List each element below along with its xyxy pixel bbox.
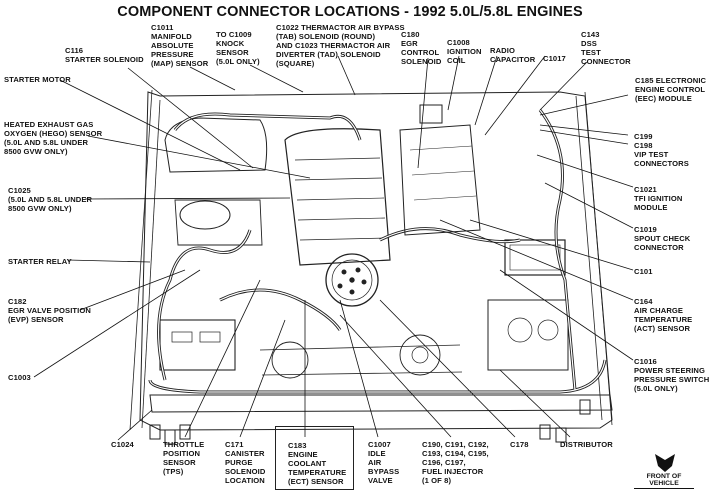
distributor-cap [325,253,379,307]
label-c198: C198 VIP TEST CONNECTORS [634,141,689,168]
harness-front [148,359,607,394]
label-c1024: C1024 [111,440,134,449]
label-c183: C183 ENGINE COOLANT TEMPERATURE (ECT) SE… [275,426,355,490]
radiator-support [149,394,613,413]
fender-right-inner [575,95,603,421]
label-c101: C101 [634,267,653,276]
diagram-title: COMPONENT CONNECTOR LOCATIONS - 1992 5.0… [117,4,583,20]
label-c171: C171 CANISTER PURGE SOLENOID LOCATION [225,440,266,485]
label-starter-motor: STARTER MOTOR [4,75,71,84]
label-c1016: C1016 POWER STEERING PRESSURE SWITCH (5.… [634,357,709,393]
label-c1003: C1003 [8,373,31,382]
label-c182: C182 EGR VALVE POSITION (EVP) SENSOR [8,297,91,324]
label-c1019: C1019 SPOUT CHECK CONNECTOR [634,225,691,252]
throttle-body [179,200,231,230]
label-c143: C143 DSS TEST CONNECTOR [581,30,631,66]
harness-left [157,229,252,381]
label-c1007: C1007 IDLE AIR BYPASS VALVE [368,440,400,485]
front-of-vehicle-label: FRONT OF VEHICLE [634,473,694,489]
ps-reservoir [487,299,569,371]
pulley-1 [271,341,309,379]
label-fuel-injectors: C190, C191, C192, C193, C194, C195, C196… [422,440,489,485]
label-c180: C180 EGR CONTROL SOLENOID [401,30,442,66]
front-arrow-icon [655,454,675,472]
label-c164: C164 AIR CHARGE TEMPERATURE (ACT) SENSOR [634,297,693,333]
label-radio-capacitor: RADIO CAPACITOR [490,46,536,64]
fender-right [584,91,613,426]
fender-left [129,89,153,431]
valve-cover-right [399,124,481,236]
fender-left-inner [141,99,161,429]
label-c1017: C1017 [543,54,566,63]
label-c178: C178 [510,440,529,449]
battery [159,319,236,371]
pulley-2 [399,334,441,376]
label-tps: THROTTLE POSITION SENSOR (TPS) [163,440,205,476]
label-c185: C185 ELECTRONIC ENGINE CONTROL (EEC) MOD… [635,76,707,103]
leader-lines [33,55,634,441]
ignition-coil [419,104,443,124]
label-c1011: C1011 MANIFOLD ABSOLUTE PRESSURE (MAP) S… [151,23,209,68]
label-c1022: C1022 THERMACTOR AIR BYPASS (TAB) SOLENO… [276,23,405,68]
label-starter-relay: STARTER RELAY [8,257,72,266]
label-c199: C199 [634,132,653,141]
label-hego-sensor: HEATED EXHAUST GAS OXYGEN (HEGO) SENSOR … [4,120,103,156]
harness-center [379,227,521,244]
label-c1025: C1025 (5.0L AND 5.8L UNDER 8500 GVW ONLY… [8,186,93,213]
label-c1021: C1021 TFI IGNITION MODULE [634,185,683,212]
front-of-vehicle: FRONT OF VEHICLE [634,448,694,490]
label-distributor: DISTRIBUTOR [560,440,613,449]
intake-manifold [284,128,391,266]
bay-outline [139,91,613,431]
air-cleaner [164,117,268,173]
label-c1009: TO C1009 KNOCK SENSOR (5.0L ONLY) [216,30,260,66]
label-c116: C116 STARTER SOLENOID [65,46,144,64]
label-c1008: C1008 IGNITION COIL [447,38,482,65]
